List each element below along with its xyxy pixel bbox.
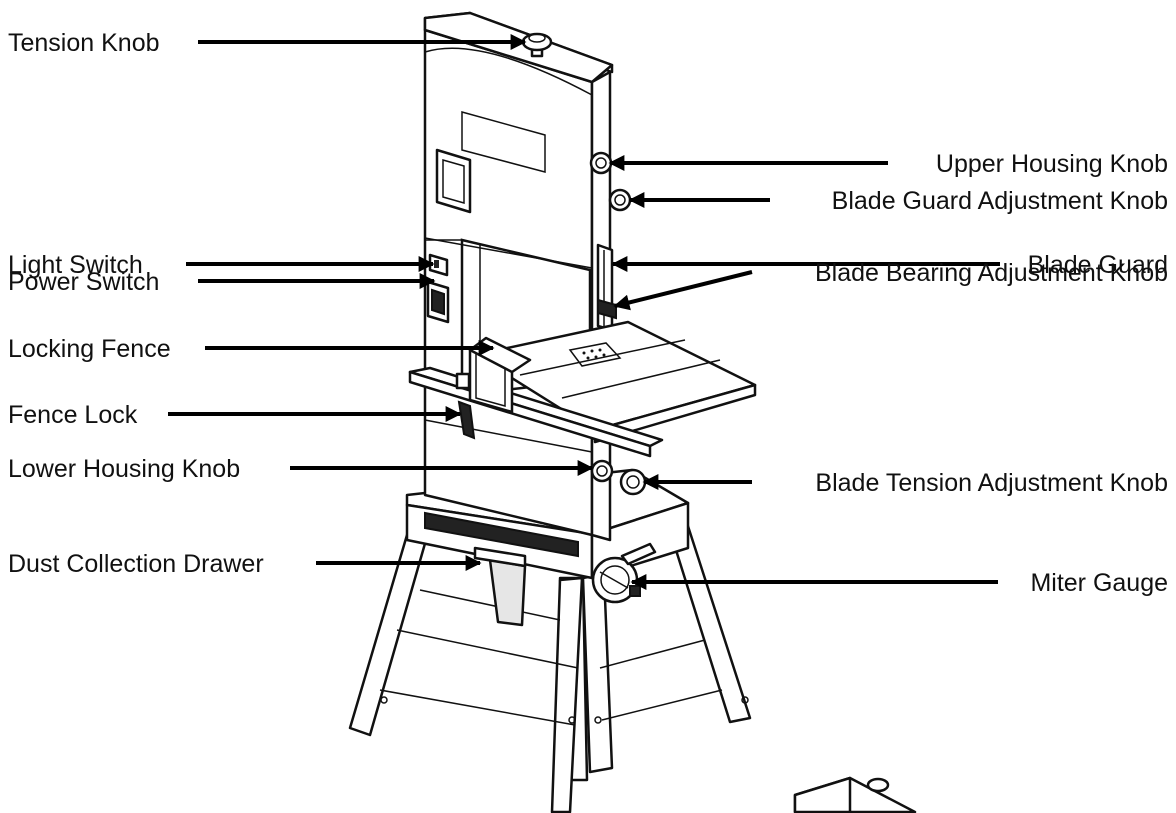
label-upper-housing-knob: Upper Housing Knob: [936, 150, 1168, 178]
label-blade-guard: Blade Guard: [1028, 251, 1168, 279]
inset-thumbnail: [793, 776, 917, 813]
leader-lines: [168, 34, 1000, 590]
label-miter-gauge: Miter Gauge: [1030, 569, 1168, 597]
blade-assembly: [591, 243, 617, 360]
saw-body: [423, 11, 614, 542]
label-power-switch: Power Switch: [8, 268, 159, 296]
stand: [348, 513, 752, 813]
label-blade-tension-adjustment-knob: Blade Tension Adjustment Knob: [815, 469, 1168, 497]
label-dust-collection-drawer: Dust Collection Drawer: [8, 550, 264, 578]
fence-assembly: [408, 336, 664, 458]
miter-gauge: [591, 542, 657, 604]
label-lower-housing-knob: Lower Housing Knob: [8, 455, 240, 483]
callout-labels: Tension Knob Light Switch Power Switch L…: [8, 29, 1168, 597]
label-tension-knob: Tension Knob: [8, 29, 160, 57]
leader-blade-bearing-adjustment-knob: [613, 270, 753, 311]
label-fence-lock: Fence Lock: [8, 401, 138, 429]
label-blade-guard-adjustment-knob: Blade Guard Adjustment Knob: [832, 187, 1168, 215]
label-light-switch: Light Switch: [8, 251, 143, 279]
label-locking-fence: Locking Fence: [8, 335, 171, 363]
label-blade-bearing-adjustment-knob: Blade Bearing Adjustment Knob: [815, 259, 1168, 287]
